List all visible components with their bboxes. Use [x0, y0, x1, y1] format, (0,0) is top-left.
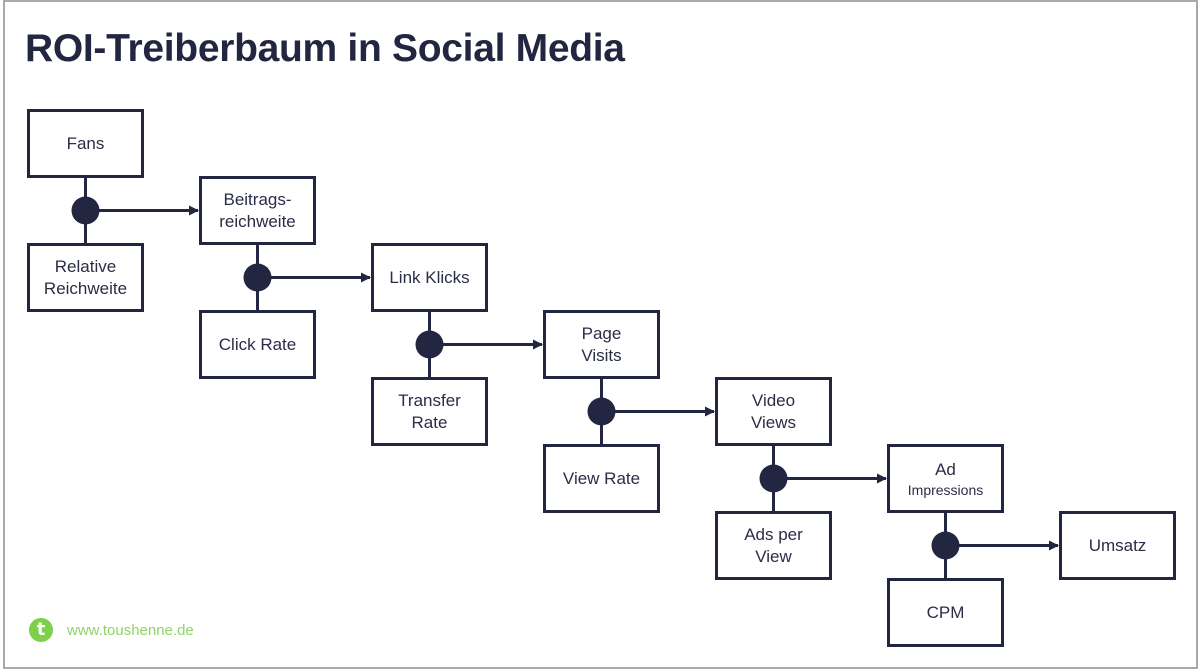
node-label: Relative	[54, 256, 117, 276]
node-label: Views	[750, 412, 797, 432]
node-label: Ads per	[744, 524, 803, 544]
node-relative-reichweite: Relative Reichweite	[27, 243, 144, 312]
node-label: View	[755, 546, 792, 566]
multiply-node-icon	[759, 464, 788, 493]
node-label: reichweite	[219, 211, 296, 231]
page-title: ROI-Treiberbaum in Social Media	[25, 27, 625, 70]
node-label: Fans	[66, 133, 105, 153]
node-label: Visits	[581, 345, 622, 365]
multiply-node-icon	[415, 330, 444, 359]
node-label: Reichweite	[43, 278, 128, 298]
multiply-node-icon	[243, 263, 272, 292]
website-link[interactable]: www.toushenne.de	[67, 621, 194, 639]
node-view-rate: View Rate	[543, 444, 660, 513]
multiply-node-icon	[71, 196, 100, 225]
node-sublabel: Impressions	[907, 481, 984, 498]
node-label: Link Klicks	[389, 267, 470, 287]
node-page-visits: Page Visits	[543, 310, 660, 379]
node-label: Click Rate	[218, 334, 297, 354]
node-video-views: Video Views	[715, 377, 832, 446]
node-ads-per-view: Ads per View	[715, 511, 832, 580]
node-ad-impressions: Ad Impressions	[887, 444, 1004, 513]
node-label: Page	[581, 323, 622, 343]
multiply-node-icon	[931, 531, 960, 560]
node-label: CPM	[926, 602, 965, 622]
footer: t www.toushenne.de	[29, 618, 194, 642]
node-label: Transfer	[398, 390, 461, 410]
multiply-node-icon	[587, 397, 616, 426]
node-transfer-rate: Transfer Rate	[371, 377, 488, 446]
node-fans: Fans	[27, 109, 144, 178]
node-label: Beitrags-	[223, 189, 292, 209]
node-label: View Rate	[562, 468, 641, 488]
node-link-klicks: Link Klicks	[371, 243, 488, 312]
node-label: Umsatz	[1088, 535, 1147, 555]
node-label: Ad	[935, 459, 956, 479]
node-click-rate: Click Rate	[199, 310, 316, 379]
node-beitragsreichweite: Beitrags- reichweite	[199, 176, 316, 245]
node-cpm: CPM	[887, 578, 1004, 647]
brand-logo-icon: t	[29, 618, 53, 642]
node-label: Rate	[411, 412, 448, 432]
node-umsatz: Umsatz	[1059, 511, 1176, 580]
node-label: Video	[751, 390, 796, 410]
